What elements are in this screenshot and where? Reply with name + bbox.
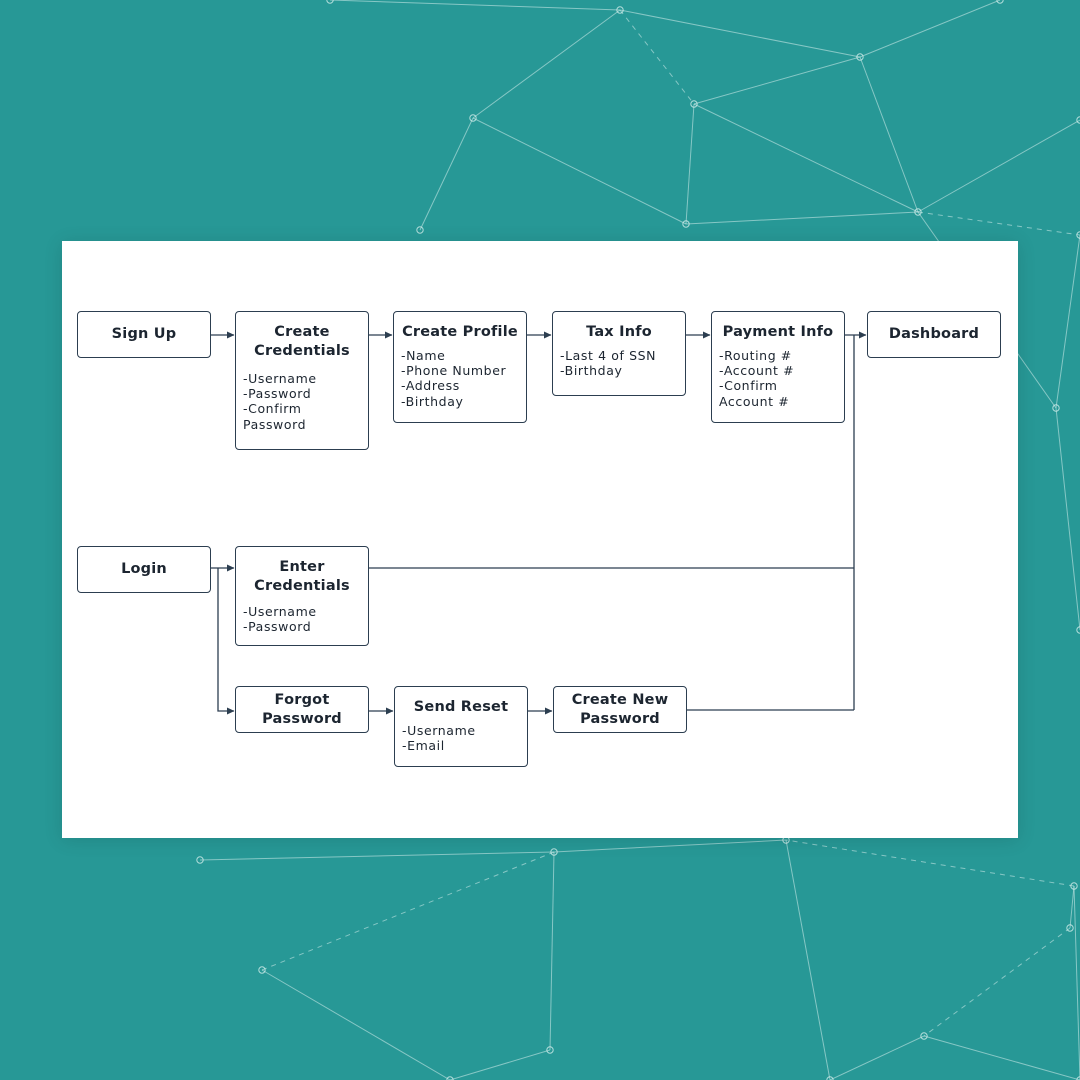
network-line (1073, 885, 1080, 1080)
node-tax-info-details: -Last 4 of SSN -Birthday (560, 348, 657, 379)
node-payment-info: Payment Info -Routing # -Account # -Conf… (711, 311, 845, 423)
network-node (1052, 404, 1060, 412)
network-line (549, 851, 555, 1051)
node-send-reset: Send Reset -Username -Email (394, 686, 528, 767)
node-dashboard-title: Dashboard (888, 326, 980, 342)
node-forgot-password-title: Forgot Password (262, 691, 342, 727)
network-node (196, 856, 204, 864)
node-create-profile-details: -Name -Phone Number -Address -Birthday (401, 348, 507, 409)
flowchart-canvas: Sign Up Create Credentials -Username -Pa… (62, 241, 1018, 838)
network-line (419, 117, 474, 231)
network-node (446, 1076, 454, 1080)
network-node (914, 208, 922, 216)
node-create-credentials-details: -Username -Password -Confirm Password (243, 371, 317, 432)
network-line (785, 839, 831, 1080)
network-line (693, 103, 919, 213)
network-node (690, 100, 698, 108)
network-node (326, 0, 334, 4)
node-tax-info-title: Tax Info (586, 324, 652, 340)
network-node (1076, 231, 1080, 239)
node-payment-info-title: Payment Info (722, 324, 834, 340)
network-line (785, 839, 1075, 887)
node-enter-credentials: Enter Credentials -Username -Password (235, 546, 369, 646)
connector-login-to-forgot-password (217, 568, 235, 715)
network-line (1069, 885, 1075, 929)
network-line (1055, 234, 1080, 409)
network-line (917, 211, 1080, 236)
network-line (685, 103, 695, 225)
network-node (1066, 924, 1074, 932)
network-node (682, 220, 690, 228)
network-line (829, 1035, 925, 1080)
node-tax-info: Tax Info -Last 4 of SSN -Birthday (552, 311, 686, 396)
network-node (920, 1032, 928, 1040)
flow-connectors (211, 331, 867, 715)
node-sign-up: Sign Up (77, 311, 211, 358)
node-send-reset-title: Send Reset (413, 699, 509, 715)
network-line (261, 969, 451, 1080)
network-node (416, 226, 424, 234)
node-create-credentials: Create Credentials -Username -Password -… (235, 311, 369, 450)
network-line (449, 1049, 551, 1080)
network-node (546, 1046, 554, 1054)
network-node (550, 848, 558, 856)
node-forgot-password: Forgot Password (235, 686, 369, 733)
network-line (859, 56, 919, 213)
node-create-new-password: Create New Password (553, 686, 687, 733)
network-line (859, 0, 1001, 58)
node-send-reset-details: -Username -Email (402, 723, 476, 754)
network-node (616, 6, 624, 14)
network-line (329, 0, 621, 11)
node-login: Login (77, 546, 211, 593)
network-line (917, 119, 1080, 213)
network-line (472, 117, 687, 225)
network-line (923, 927, 1071, 1037)
network-line (261, 851, 555, 971)
network-node (258, 966, 266, 974)
network-node (856, 53, 864, 61)
node-payment-info-details: -Routing # -Account # -Confirm Account # (719, 348, 795, 409)
network-line (693, 56, 861, 105)
network-line (619, 9, 695, 105)
node-enter-credentials-title: Enter Credentials (254, 559, 350, 594)
network-line (472, 9, 621, 119)
network-node (469, 114, 477, 122)
node-sign-up-title: Sign Up (111, 326, 177, 342)
network-line (619, 9, 861, 58)
node-enter-credentials-details: -Username -Password (243, 604, 317, 635)
node-dashboard: Dashboard (867, 311, 1001, 358)
node-create-profile: Create Profile -Name -Phone Number -Addr… (393, 311, 527, 423)
node-create-credentials-title: Create Credentials (254, 324, 350, 359)
node-create-new-password-title: Create New Password (571, 691, 669, 727)
node-login-title: Login (121, 561, 167, 577)
network-line (685, 211, 919, 225)
network-line (923, 1035, 1080, 1080)
network-node (826, 1076, 834, 1080)
network-node (1076, 116, 1080, 124)
network-node (996, 0, 1004, 4)
network-line (553, 839, 787, 853)
network-node (1070, 882, 1078, 890)
network-line (199, 851, 555, 861)
network-line (1055, 407, 1080, 631)
node-create-profile-title: Create Profile (402, 324, 518, 340)
network-node (1076, 626, 1080, 634)
